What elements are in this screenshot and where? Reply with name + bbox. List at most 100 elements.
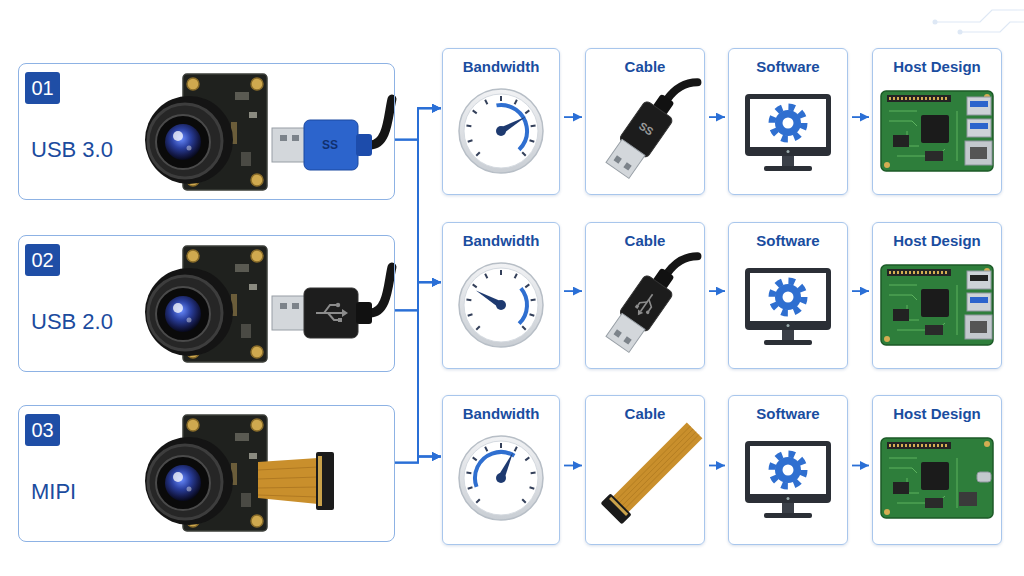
step-badge: 01	[25, 72, 60, 104]
software-monitor	[745, 94, 831, 518]
usb3-plug	[304, 120, 358, 170]
card-heading: Software	[729, 49, 847, 75]
card-heading: Software	[729, 223, 847, 249]
bandwidth-gauge	[471, 101, 531, 161]
factor-card: Bandwidth	[442, 48, 560, 195]
flow-arrow	[395, 108, 441, 462]
interface-name: USB 2.0	[31, 309, 113, 335]
usb3-plug	[280, 135, 287, 141]
factor-card: Host Design	[872, 222, 1002, 369]
cable-icon	[615, 426, 698, 509]
cable-icon	[604, 238, 700, 354]
card-heading: Host Design	[873, 396, 1001, 422]
card-heading: Cable	[586, 396, 704, 422]
circuit-decoration	[933, 10, 1024, 35]
host-board	[881, 91, 993, 171]
factor-card: Cable	[585, 395, 705, 545]
usb2-plug	[280, 303, 287, 309]
bandwidth-gauge	[459, 436, 543, 520]
bandwidth-gauge	[459, 89, 543, 173]
flow-arrow	[852, 116, 869, 118]
factor-card: Cable	[585, 222, 705, 369]
host-board	[881, 265, 993, 345]
card-heading: Cable	[586, 223, 704, 249]
host-board	[970, 147, 987, 159]
bandwidth-gauge	[496, 473, 506, 483]
logo-text: SS	[637, 120, 655, 137]
camera-module	[145, 415, 267, 531]
step-number: 02	[31, 250, 53, 270]
flow-arrow	[395, 457, 441, 463]
ribbon-cable	[318, 456, 322, 506]
factor-card: Host Design	[872, 395, 1002, 545]
bandwidth-gauge	[459, 89, 543, 173]
usb2-plug	[304, 288, 358, 338]
host-board	[965, 141, 992, 165]
flow-arrow	[852, 465, 869, 467]
card-heading: Bandwidth	[443, 49, 559, 75]
cable-icon	[601, 493, 632, 524]
host-board	[965, 315, 992, 339]
interface-panel: USB 2.0 02	[18, 235, 395, 372]
camera-module	[145, 74, 267, 190]
interface-panel: MIPI03	[18, 405, 395, 542]
factor-card: Bandwidth	[442, 395, 560, 545]
factor-card: Software	[728, 222, 848, 369]
circuit-decoration	[935, 10, 1024, 32]
usb3-plug	[292, 135, 299, 141]
usb2-plug	[370, 267, 392, 313]
circuit-decoration	[933, 20, 938, 25]
usb2-plug	[292, 303, 299, 309]
bandwidth-gauge	[496, 300, 506, 310]
logo-holder: SS	[322, 139, 338, 151]
cable-icon	[601, 420, 706, 525]
flow-arrow	[395, 282, 441, 462]
host-board	[967, 97, 991, 115]
card-heading: Host Design	[873, 223, 1001, 249]
usb3-plug	[356, 134, 372, 156]
usb3-plug	[272, 128, 308, 162]
host-board	[970, 297, 988, 303]
card-heading: Cable	[586, 49, 704, 75]
host-board	[881, 91, 993, 171]
host-board	[970, 123, 988, 129]
cable-icon	[610, 423, 702, 515]
interface-panel: USB 3.0 01	[18, 63, 395, 200]
software-monitor	[745, 441, 831, 518]
ribbon-cable	[316, 452, 334, 510]
host-board	[959, 492, 977, 506]
card-heading: Bandwidth	[443, 223, 559, 249]
cable-icon	[632, 290, 659, 320]
flow-arrow	[709, 465, 725, 467]
usb2-plug	[272, 267, 392, 338]
flow-arrow	[709, 290, 725, 292]
interface-name: USB 3.0	[31, 137, 113, 163]
step-badge: 03	[25, 414, 60, 446]
host-board	[967, 119, 991, 137]
factor-card: Software	[728, 395, 848, 545]
usb3-plug	[370, 99, 392, 145]
usb3-plug	[272, 99, 392, 170]
circuit-decoration	[958, 30, 963, 35]
software-monitor	[745, 94, 831, 171]
ribbon-cable	[258, 467, 318, 497]
host-board	[970, 275, 988, 281]
ribbon-cable	[258, 452, 334, 510]
host-board	[881, 438, 993, 518]
cable-icon	[604, 64, 700, 180]
cable-icon	[601, 64, 706, 525]
usb2-plug	[272, 296, 308, 330]
host-board	[881, 265, 993, 345]
step-number: 03	[31, 420, 53, 440]
host-board	[881, 438, 993, 518]
bandwidth-gauge	[468, 445, 535, 512]
host-board	[967, 293, 991, 311]
cable-icon	[609, 497, 628, 516]
step-badge: 02	[25, 244, 60, 276]
usb2-plug	[316, 303, 348, 322]
bandwidth-gauge	[459, 263, 543, 347]
